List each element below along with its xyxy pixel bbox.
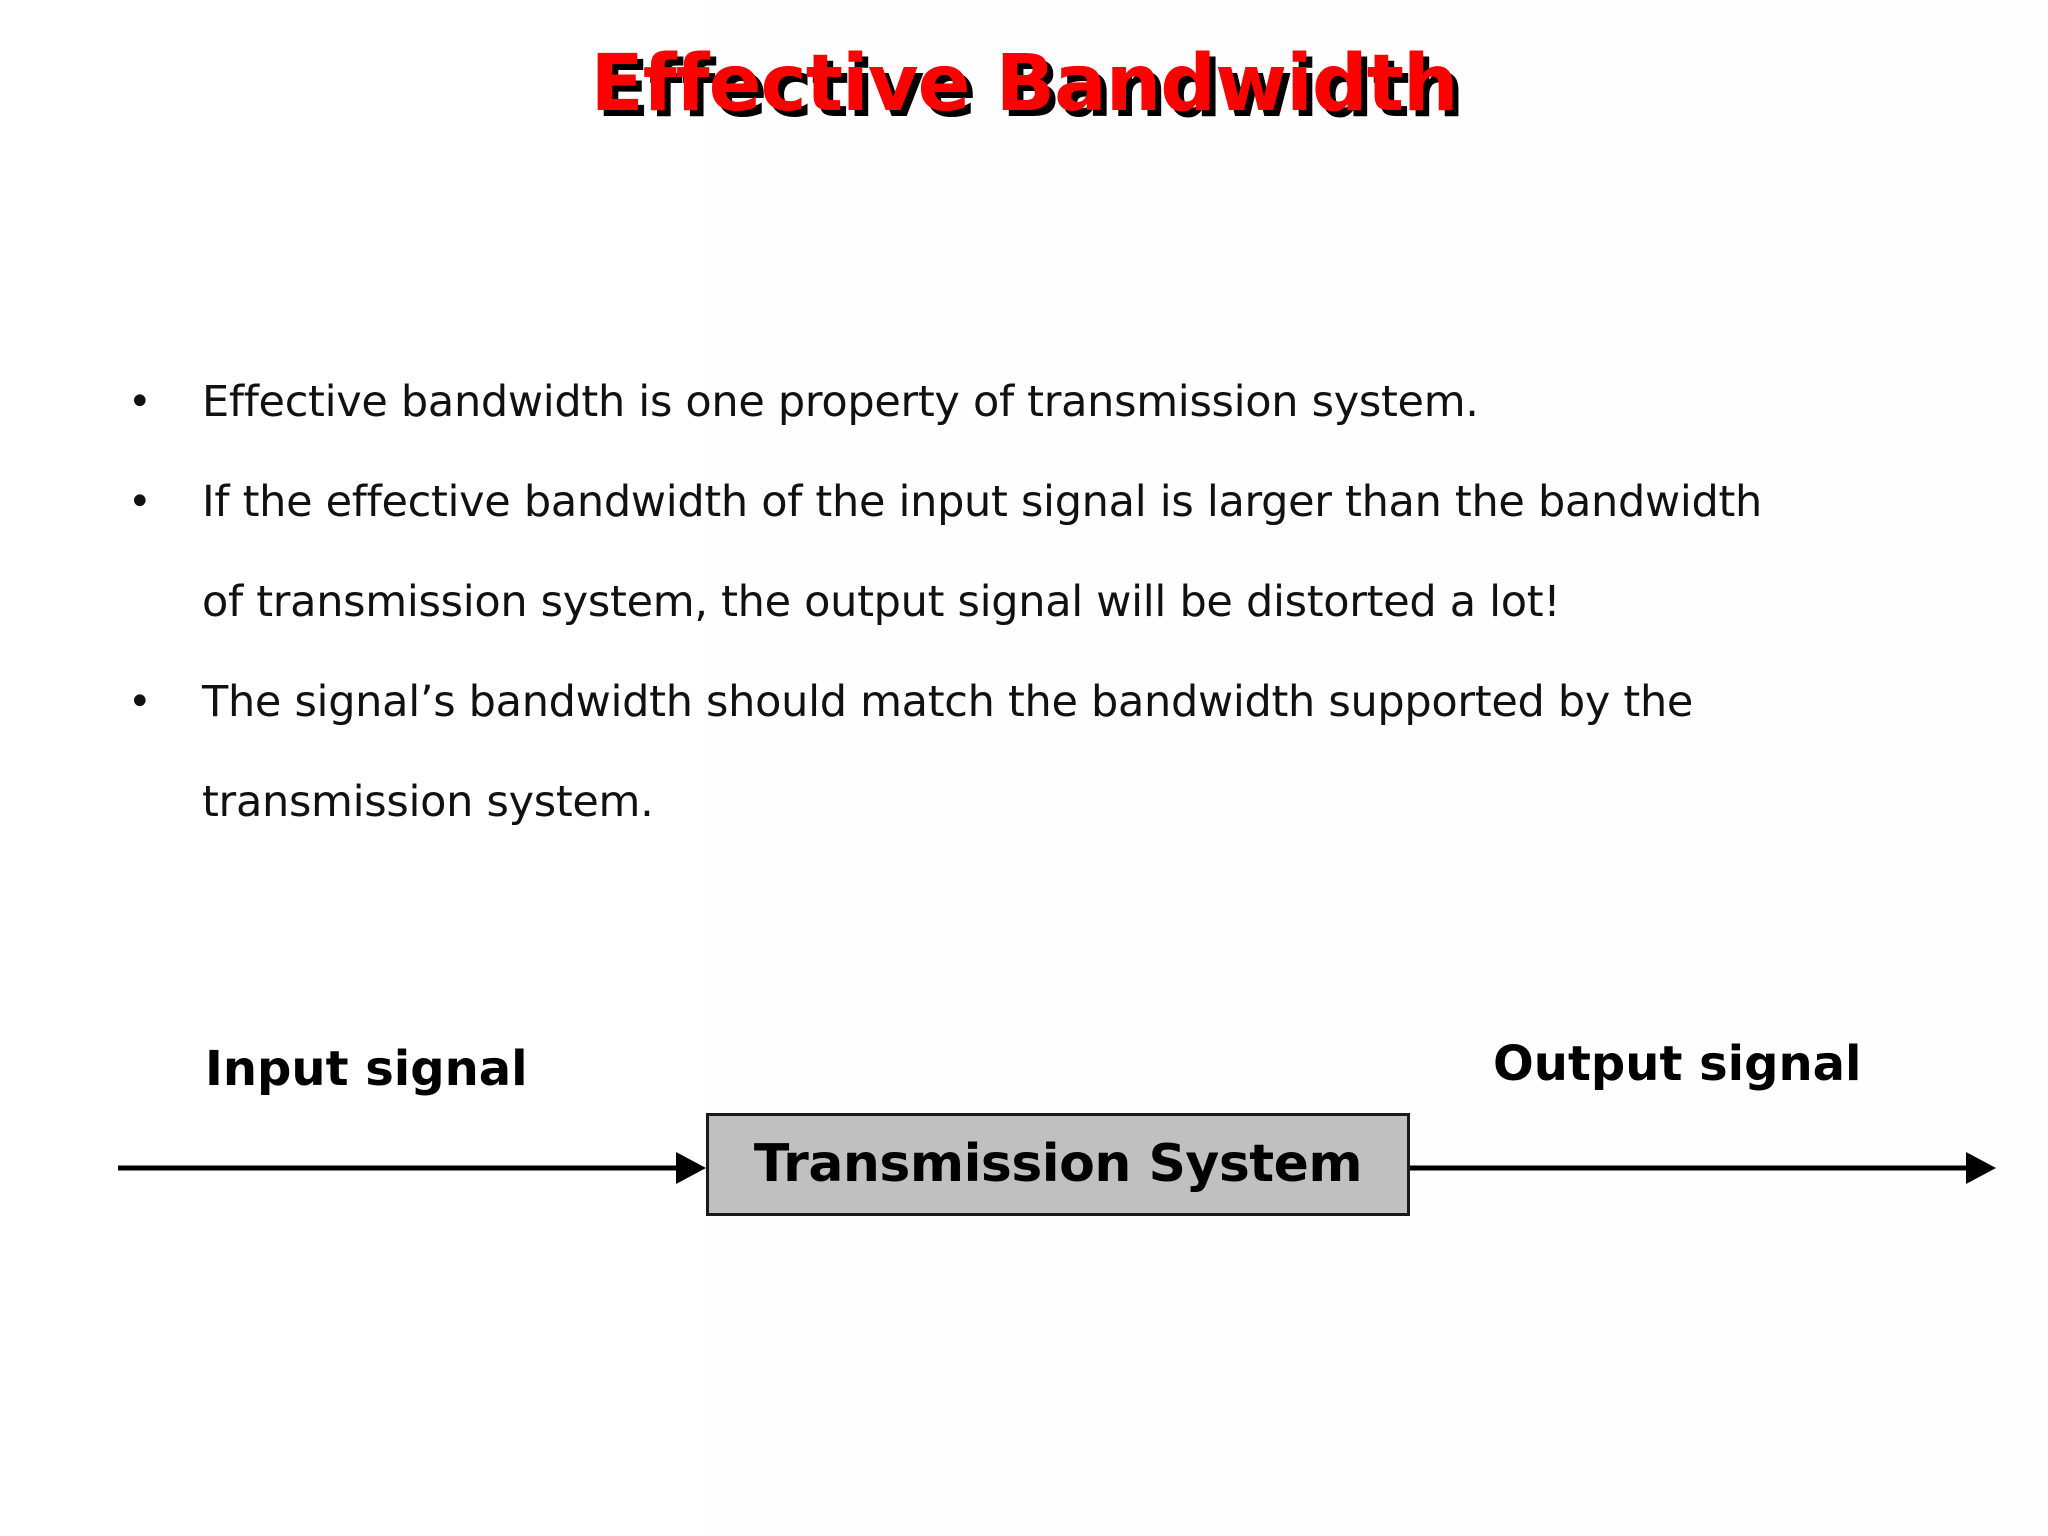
bullet-item-2-line-2: of transmission system, the output signa… — [202, 577, 1561, 627]
bullet-marker-icon: • — [128, 679, 152, 725]
bullet-marker-icon: • — [128, 379, 152, 425]
bullet-item-1-line-1: Effective bandwidth is one property of t… — [202, 377, 1479, 427]
output-signal-label: Output signal — [1493, 1036, 1862, 1092]
bullet-item-1: • Effective bandwidth is one property of… — [112, 352, 1992, 452]
transmission-system-box: Transmission System — [706, 1113, 1410, 1216]
bullet-item-3: • The signal’s bandwidth should match th… — [112, 652, 1992, 852]
bullet-marker-icon: • — [128, 479, 152, 525]
input-signal-label: Input signal — [205, 1041, 528, 1097]
transmission-system-box-label: Transmission System — [753, 1133, 1363, 1194]
page-title: Effective Bandwidth — [590, 39, 1458, 129]
bullet-list: • Effective bandwidth is one property of… — [112, 352, 1992, 852]
bullet-item-3-line-1: The signal’s bandwidth should match the … — [202, 677, 1694, 727]
bullet-item-2-line-1: If the effective bandwidth of the input … — [202, 477, 1762, 527]
bullet-item-3-line-2: transmission system. — [202, 777, 654, 827]
bullet-item-2: • If the effective bandwidth of the inpu… — [112, 452, 1992, 652]
output-arrowhead-icon — [1966, 1152, 1996, 1184]
input-arrowhead-icon — [676, 1152, 706, 1184]
